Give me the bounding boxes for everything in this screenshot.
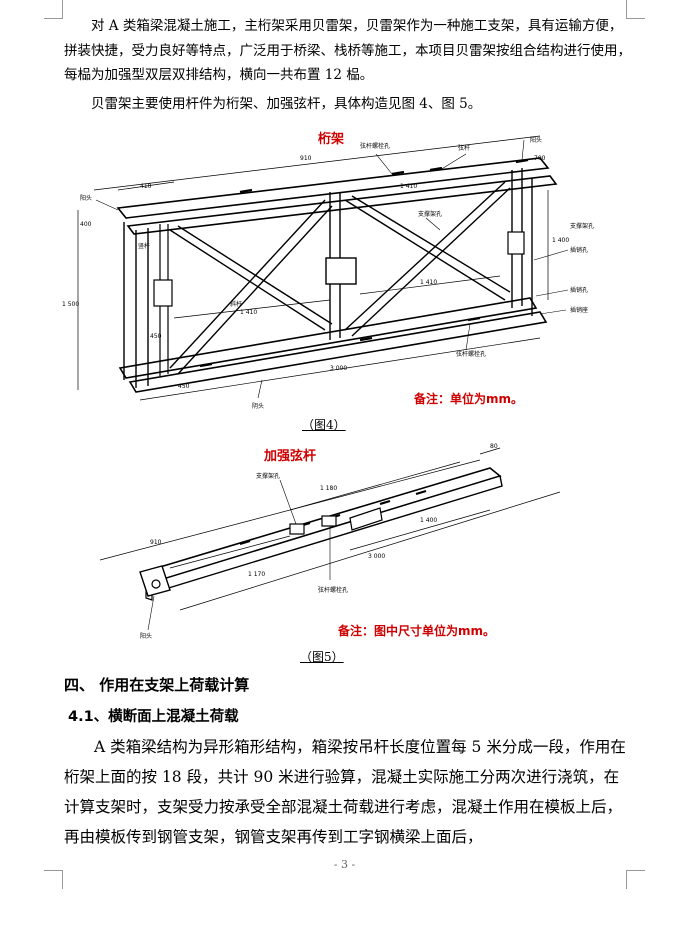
fig4-title: 桁架 <box>318 132 345 147</box>
fig4-label-support-frame: 支撑架孔 <box>570 222 594 230</box>
fig5-label-brace-hole: 支撑架孔 <box>256 472 280 480</box>
fig4-label-vertical: 竖杆 <box>138 242 150 250</box>
fig4-note: 备注：单位为mm。 <box>414 392 524 406</box>
fig5-title: 加强弦杆 <box>264 449 317 464</box>
fig5-chord-drawing: 支撑架孔 弦杆螺栓孔 阳头 80 1 180 1 400 910 3 000 1… <box>99 443 561 640</box>
crop-mark-bottom-left <box>44 870 63 889</box>
fig5-dim-2: 1 180 <box>320 485 337 492</box>
subsection-heading: 4.1、横断面上混凝土荷载 <box>68 709 239 725</box>
fig4-dim-8: 400 <box>80 221 92 228</box>
fig4-dim-9: 450 <box>178 383 190 390</box>
fig4-label-head: 阳头 <box>530 136 542 144</box>
fig4-dim-4: 1 410 <box>420 279 437 286</box>
fig5-dim-3: 1 400 <box>420 517 437 524</box>
intro-paragraph-1: 对 A 类箱梁混凝土施工，主桁架采用贝雷架，贝雷架作为一种施工支架，具有运输方便… <box>64 18 631 83</box>
fig4-label-left-head: 阳头 <box>80 194 92 202</box>
fig4-label-right-side1: 插销孔 <box>570 286 588 294</box>
fig4-dim-10: 450 <box>150 333 162 340</box>
fig4-label-chord: 弦杆 <box>458 144 470 152</box>
fig4-dim-5: 3 000 <box>330 365 347 372</box>
fig4-caption: （图4） <box>302 418 346 432</box>
fig5-dim-1: 80 <box>490 443 498 450</box>
fig5-dim-6: 1 170 <box>248 571 265 578</box>
fig4-label-tube-hole: 插销孔 <box>570 246 588 254</box>
crop-mark-top-left <box>44 0 63 19</box>
page-number: - 3 - <box>333 858 356 871</box>
fig4-label-brace-hole: 支撑架孔 <box>418 210 442 218</box>
fig4-dim-1: 910 <box>300 155 312 162</box>
fig4-label-bottom: 阴头 <box>252 402 264 410</box>
fig5-caption: （图5） <box>300 650 344 664</box>
fig5-note: 备注：图中尺寸单位为mm。 <box>338 624 496 638</box>
fig4-label-diagonal: 斜杆 <box>230 300 242 308</box>
fig4-dim-7: 1 400 <box>552 237 569 244</box>
fig4-label-right-side2: 插销座 <box>570 306 588 314</box>
fig4-label-top-bolt: 弦杆螺栓孔 <box>360 142 390 150</box>
fig5-label-chord-bolt: 弦杆螺栓孔 <box>318 586 348 594</box>
fig4-dim-3: 1 410 <box>240 309 257 316</box>
fig4-dim-12: 1 410 <box>400 183 417 190</box>
fig4-dim-6: 1 500 <box>62 301 79 308</box>
fig5-label-head: 阳头 <box>140 632 152 640</box>
intro-paragraph-2: 贝雷架主要使用杆件为桁架、加强弦杆，具体构造见图 4、图 5。 <box>91 96 482 112</box>
fig5-dim-4: 910 <box>150 539 162 546</box>
section-heading: 四、 作用在支架上荷载计算 <box>64 676 250 694</box>
fig4-label-chord-bolt: 弦杆螺栓孔 <box>456 350 486 358</box>
fig4-dim-2: 410 <box>140 183 152 190</box>
crop-mark-bottom-right <box>626 870 645 889</box>
fig4-truss-drawing: 弦杆螺栓孔 弦杆 阳头 支撑架孔 支撑架孔 竖杆 斜杆 插销孔 弦杆螺栓孔 阴头… <box>62 135 594 410</box>
section-body-paragraph: A 类箱梁结构为异形箱形结构，箱梁按吊杆长度位置每 5 米分成一段，作用在桁架上… <box>64 738 626 846</box>
fig4-dim-11: 700 <box>534 155 546 162</box>
crop-mark-top-right <box>626 0 645 19</box>
fig5-dim-5: 3 000 <box>368 553 385 560</box>
